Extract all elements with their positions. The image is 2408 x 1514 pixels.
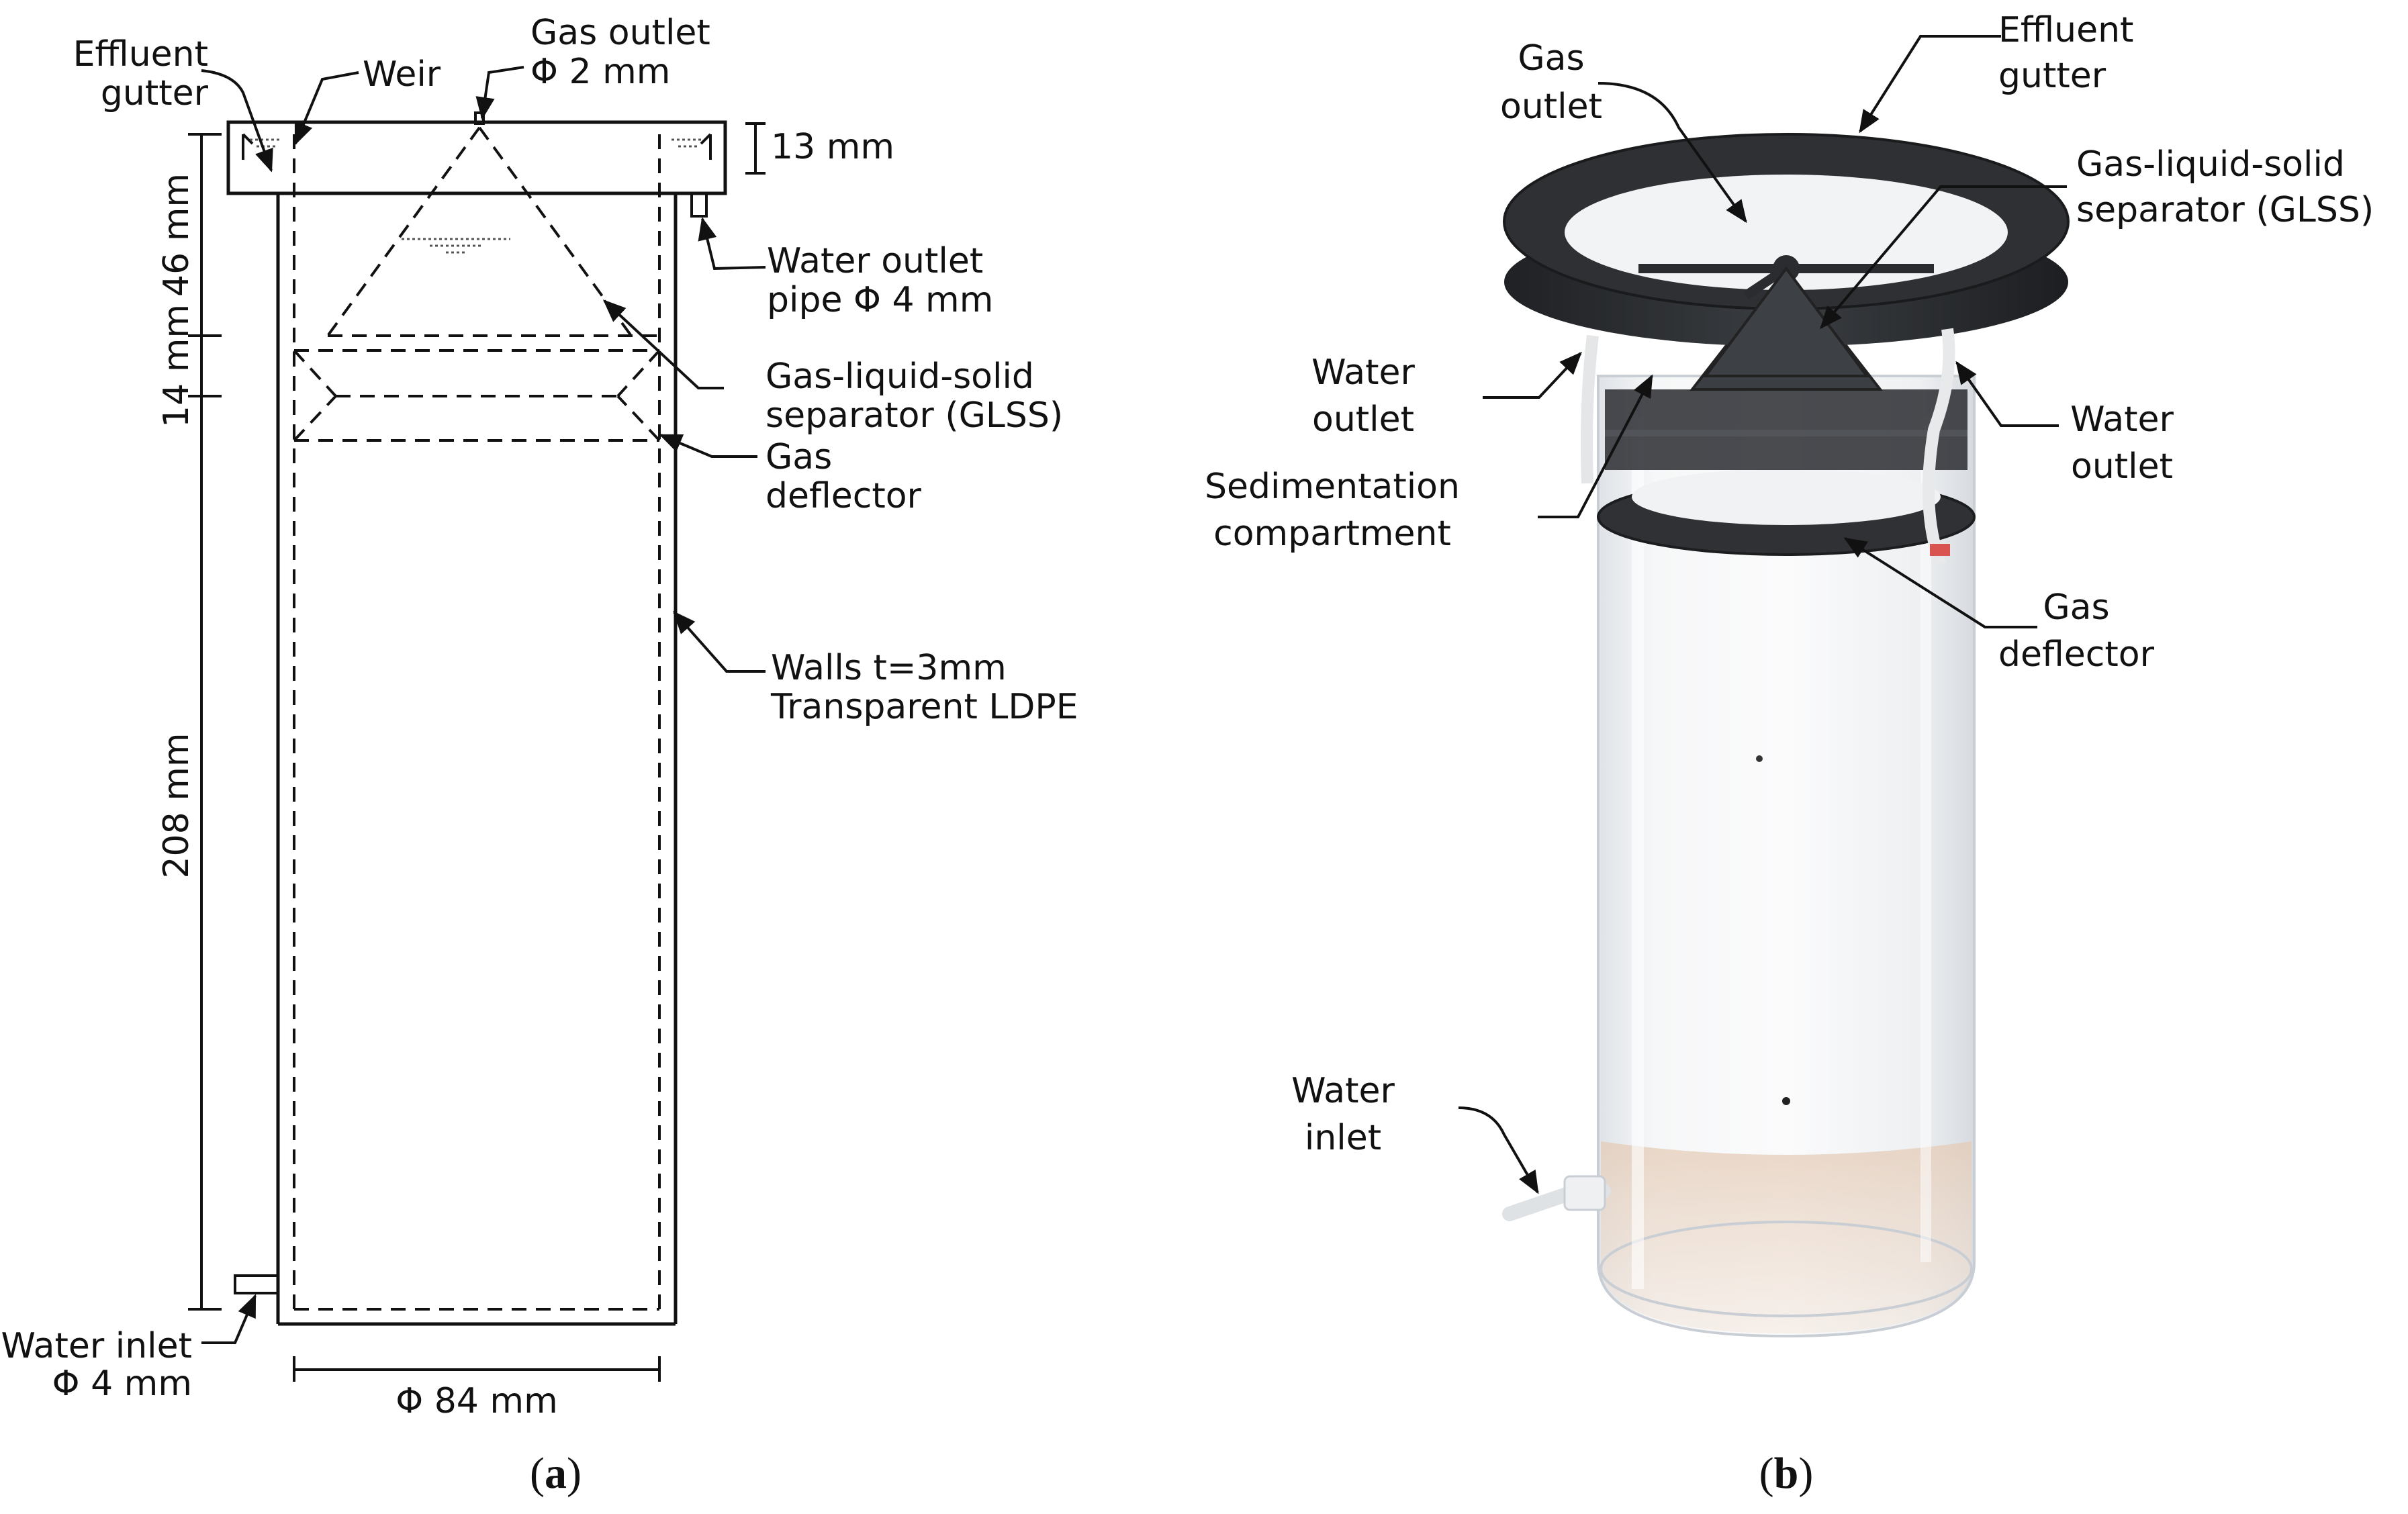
water-inlet-label-b-2: inlet	[1305, 1118, 1381, 1158]
water-level-marks	[250, 138, 704, 254]
water-outlet-tube-right	[1923, 328, 1955, 567]
sedimentation-label-1: Sedimentation	[1205, 467, 1460, 507]
gas-outlet-leader	[475, 66, 524, 120]
water-outlet-right-label-1: Water	[2070, 399, 2174, 440]
gas-outlet-label-2: Φ 2 mm	[530, 52, 670, 92]
water-outlet-right-leader	[1955, 361, 2059, 427]
lid-opening	[1565, 175, 2008, 290]
walls-label-1: Walls t=3mm	[771, 648, 1007, 688]
gas-deflector-leader-b	[1843, 537, 2037, 628]
panel-a-leaders	[201, 66, 766, 1344]
dim-84-label: Φ 84 mm	[396, 1381, 557, 1421]
water-inlet-leader-b	[1458, 1106, 1539, 1194]
water-inlet-pipe	[234, 1274, 279, 1294]
lid-dimension-line	[745, 122, 766, 175]
glss-leader	[602, 299, 724, 389]
water-inlet-label-1: Water inlet	[1, 1326, 192, 1366]
water-inlet-label-b-1: Water	[1291, 1071, 1395, 1111]
walls-leader	[673, 610, 766, 673]
weir	[242, 133, 712, 160]
gas-deflector-leader	[659, 434, 757, 458]
reflection-right	[1920, 416, 1931, 1262]
glss-label-2: separator (GLSS)	[766, 395, 1063, 436]
dim-14-label: 14 mm	[156, 304, 197, 428]
glss-leader-b	[1820, 185, 2067, 330]
water-outlet-leader	[698, 217, 766, 271]
panel-a-labels: Effluent gutter Weir Gas outlet Φ 2 mm 1…	[1, 13, 1078, 1421]
dim-13-label: 13 mm	[771, 127, 894, 167]
speck	[1782, 1097, 1790, 1105]
gas-deflector-label-2: deflector	[766, 476, 922, 516]
panel-b-labels: Gas outlet Effluent gutter Gas-liquid-so…	[1205, 10, 2374, 1158]
gas-outlet-label-b-2: outlet	[1500, 87, 1602, 127]
glss-cone	[326, 126, 659, 337]
water-outlet-left-label-1: Water	[1311, 352, 1415, 393]
effluent-gutter-label-2: gutter	[101, 73, 209, 113]
caption-a: (a)	[530, 1449, 582, 1498]
gas-deflector-inner	[1632, 469, 1941, 525]
cylinder-base-rim	[1600, 1221, 1973, 1317]
panel-b-photo: Gas outlet Effluent gutter Gas-liquid-so…	[1205, 10, 2374, 1498]
weir-leader	[294, 71, 359, 146]
reactor-cylinder	[1597, 375, 1976, 1338]
water-outlet-tube-left	[1581, 334, 1599, 484]
effluent-gutter-leader	[201, 69, 273, 173]
water-outlet-pipe-label-1: Water outlet	[767, 241, 983, 281]
panel-b-leaders	[1458, 35, 2067, 1194]
speck	[1756, 755, 1763, 762]
diameter-dimension-line	[293, 1356, 661, 1382]
water-outlet-right-label-2: outlet	[2071, 446, 2173, 487]
dim-46-label: 46 mm	[156, 173, 197, 297]
height-dimension-line	[188, 133, 222, 1311]
glss-label-b-2: separator (GLSS)	[2076, 190, 2374, 230]
tube-clip	[1930, 544, 1950, 556]
water-inlet-fitting	[1563, 1175, 1606, 1211]
reflection-left	[1632, 416, 1644, 1289]
glss-label-1: Gas-liquid-solid	[766, 357, 1034, 397]
water-outlet-pipe	[690, 192, 708, 218]
gas-deflector-label-1: Gas	[766, 437, 832, 477]
sedimentation-label-2: compartment	[1213, 514, 1451, 554]
liquid	[1601, 1141, 1972, 1333]
walls-label-2: Transparent LDPE	[770, 687, 1078, 727]
water-outlet-left-leader	[1483, 351, 1582, 399]
caption-b: (b)	[1759, 1449, 1814, 1498]
water-outlet-pipe-label-2: pipe Φ 4 mm	[767, 280, 993, 320]
panel-a-schematic: Effluent gutter Weir Gas outlet Φ 2 mm 1…	[1, 13, 1078, 1498]
water-inlet-leader	[201, 1294, 257, 1344]
dim-208-label: 208 mm	[156, 732, 197, 878]
effluent-gutter-label-b-1: Effluent	[1998, 10, 2133, 50]
gas-deflector-shape	[293, 349, 661, 442]
sedimentation-leader	[1538, 374, 1653, 518]
gas-deflector-label-b-2: deflector	[1998, 634, 2155, 675]
weir-label: Weir	[363, 54, 441, 95]
gas-outlet-label-b-1: Gas	[1518, 38, 1584, 79]
glss-label-b-1: Gas-liquid-solid	[2076, 144, 2345, 185]
effluent-gutter-label-b-2: gutter	[1998, 56, 2106, 96]
effluent-gutter-leader-b	[1859, 35, 2001, 134]
effluent-gutter-label-1: Effluent	[73, 34, 208, 75]
gas-outlet-label-1: Gas outlet	[530, 13, 710, 53]
water-outlet-left-label-2: outlet	[1312, 399, 1414, 440]
gas-outlet-leader-b	[1597, 82, 1747, 224]
water-inlet-label-2: Φ 4 mm	[52, 1364, 192, 1404]
gas-deflector-label-b-1: Gas	[2043, 587, 2109, 628]
inner-dashed-wall	[293, 134, 661, 1311]
